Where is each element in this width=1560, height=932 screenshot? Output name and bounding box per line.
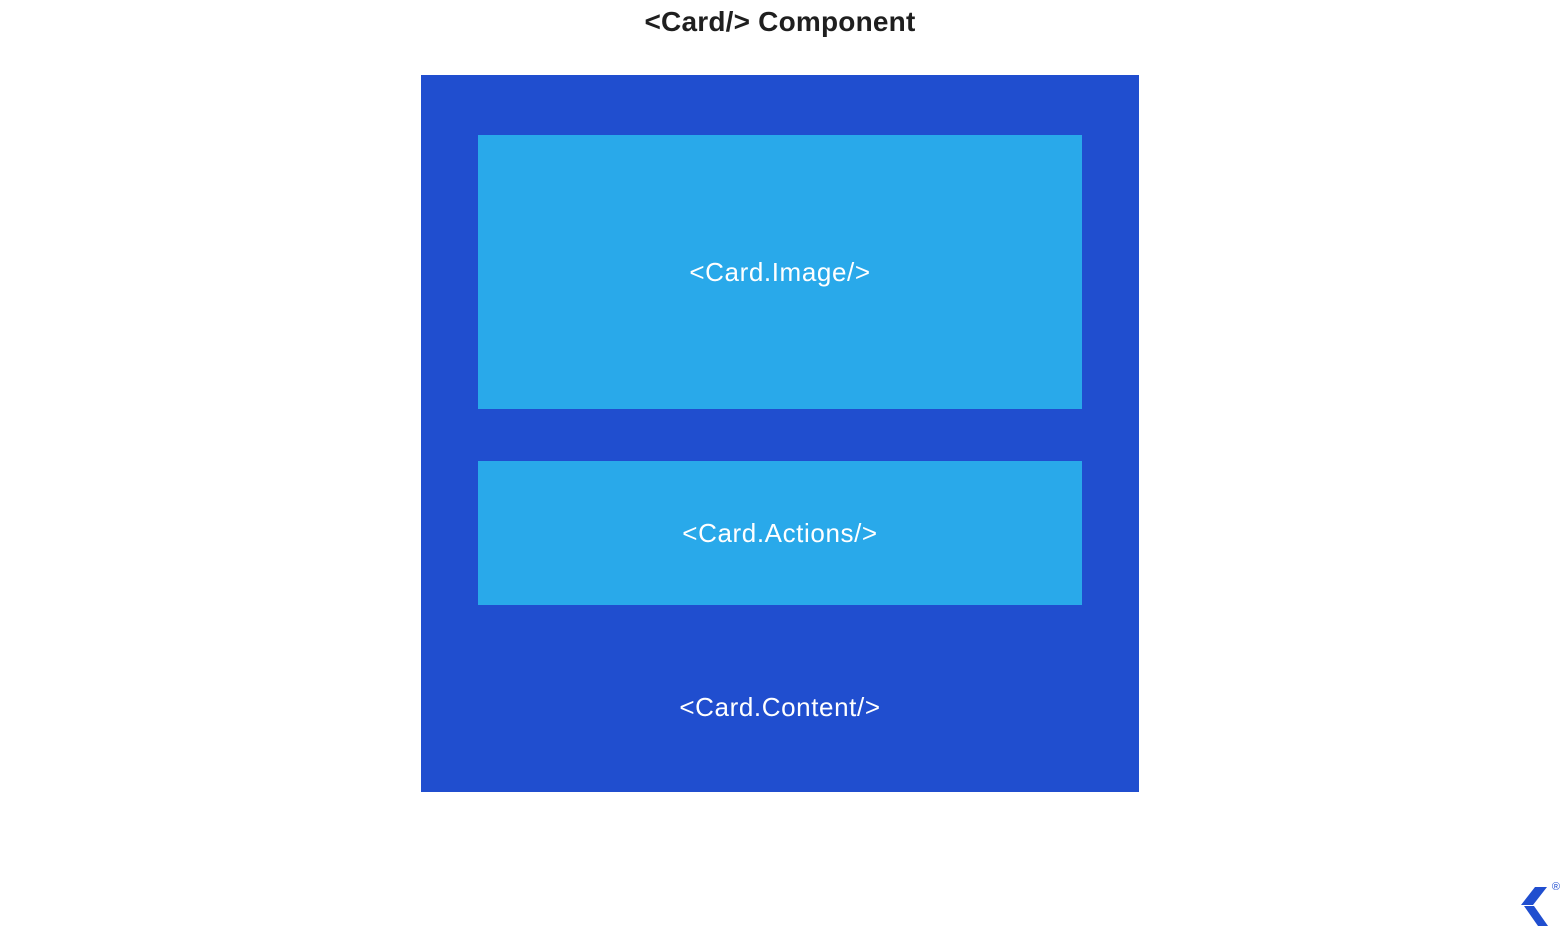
card-image-section: <Card.Image/> bbox=[478, 135, 1082, 409]
toptal-logo: ® bbox=[1518, 881, 1560, 930]
diagram-title: <Card/> Component bbox=[644, 6, 916, 37]
card-image-label: <Card.Image/> bbox=[689, 256, 871, 287]
card-component: <Card.Image/> <Card.Actions/> <Card.Cont… bbox=[421, 75, 1139, 792]
toptal-logo-icon bbox=[1521, 887, 1548, 926]
registered-trademark: ® bbox=[1551, 881, 1560, 893]
card-content-label: <Card.Content/> bbox=[679, 692, 881, 722]
card-content-section: <Card.Content/> bbox=[421, 687, 1139, 727]
card-actions-label: <Card.Actions/> bbox=[682, 517, 878, 548]
card-actions-section: <Card.Actions/> bbox=[478, 461, 1082, 605]
